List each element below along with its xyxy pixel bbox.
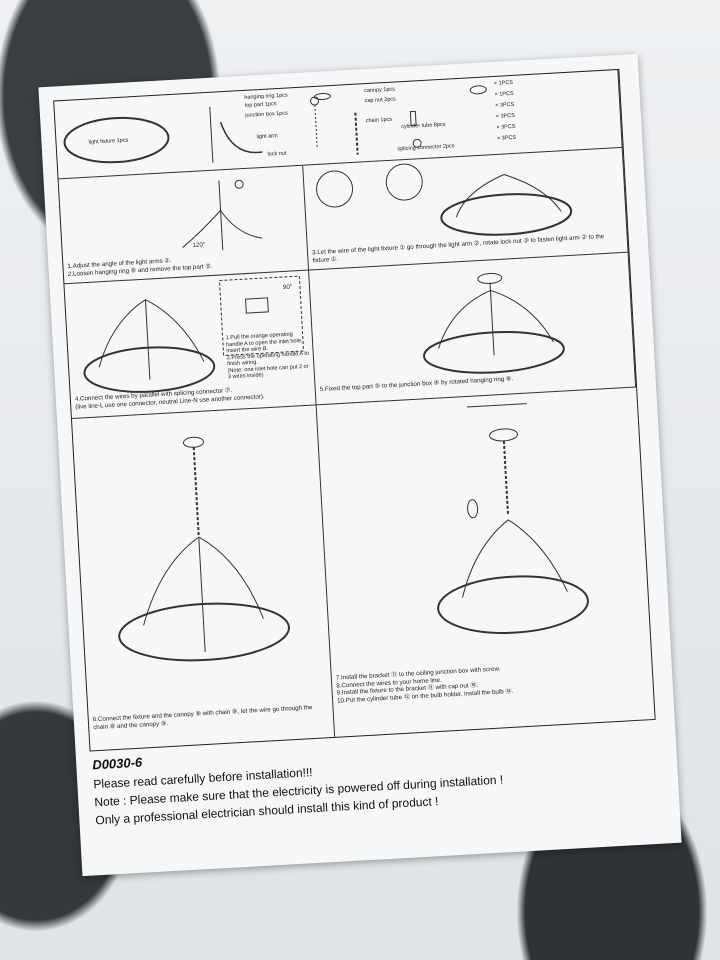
step6-panel: 6.Connect the fixture and the canopy ⑨ w… xyxy=(71,405,336,751)
part-lock-nut: lock nut xyxy=(267,150,287,158)
part-light-fixture: light fixture 1pcs xyxy=(88,137,129,146)
step3-illustration xyxy=(316,163,573,236)
instruction-sheet: hanging ring 1pcs top part 1pcs junction… xyxy=(38,53,682,877)
step3-panel: 3.Let the wire of the light fixture ① go… xyxy=(303,147,629,271)
step6-illustration xyxy=(118,436,290,662)
step4-panel: 1.Pull the orange operating handle A to … xyxy=(64,270,317,420)
connector-instructions: 1.Pull the orange operating handle A to … xyxy=(225,331,310,381)
step5-illustration xyxy=(423,272,565,374)
step7-panel: 7.Install the bracket ⑪ to the ceiling j… xyxy=(317,387,655,736)
angle-label: 120° xyxy=(192,241,206,250)
connector-angle-label: 90° xyxy=(282,283,293,292)
part-light-arm: light arm xyxy=(256,133,278,141)
part-chain: chain 1pcs xyxy=(365,116,393,125)
part-cap-nut: cap nut 2pcs xyxy=(364,96,397,105)
diagram-grid: hanging ring 1pcs top part 1pcs junction… xyxy=(53,68,656,752)
step1-panel: 120° 1.Adjust the angle of the light arm… xyxy=(58,165,310,285)
document-code: D0030-6 xyxy=(91,754,143,773)
step5-panel: 5.Fixed the top part ⑤ to the junction b… xyxy=(309,252,637,406)
parts-list-panel: hanging ring 1pcs top part 1pcs junction… xyxy=(54,69,623,180)
step7-illustration xyxy=(437,403,589,634)
step4-illustration xyxy=(83,275,305,393)
parts-illustration xyxy=(63,85,487,164)
hardware-count-6: × 3PCS xyxy=(496,134,517,142)
step1-illustration xyxy=(182,179,263,251)
